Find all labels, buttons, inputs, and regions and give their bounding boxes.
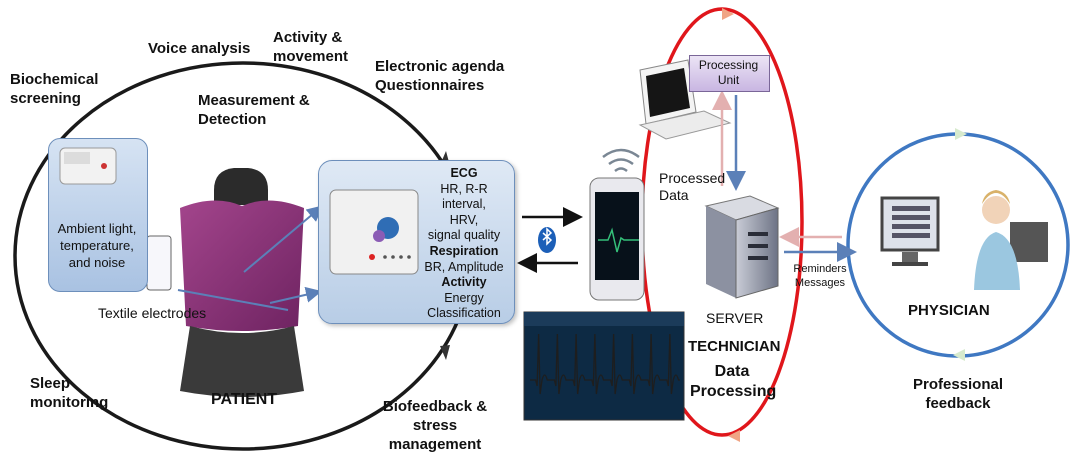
textile-electrode-pointer — [177, 289, 289, 311]
ecg-waveform — [530, 333, 680, 395]
ecg-list-heading: ECG — [450, 166, 478, 180]
label-data-processing: Data Processing — [690, 363, 777, 400]
ecg-list-item: HR, R-R interval, — [440, 181, 488, 212]
ecg-list-item: Classification — [427, 306, 501, 321]
bluetooth-icon — [538, 227, 556, 253]
physician-photo — [974, 190, 1048, 290]
server-icon — [704, 195, 780, 299]
label-activity-movement: Activity & movement — [273, 29, 349, 65]
label-measurement-detection: Measurement & Detection — [198, 92, 310, 128]
processing-unit-box — [689, 55, 770, 92]
ecg-list-heading: Activity — [441, 275, 487, 290]
ambient-sensor-icon — [59, 147, 117, 185]
label-server: SERVER — [706, 310, 764, 326]
wifi-signal-icon — [602, 148, 640, 173]
physician-ring-arrow-top — [955, 128, 967, 140]
technician-ring-arrow-top — [722, 8, 734, 20]
label-ambient: Ambient light, temperature, and noise — [57, 221, 137, 270]
label-reminders-messages: Reminders Messages — [793, 263, 847, 289]
electrode-to-ecg-arrow — [269, 286, 322, 304]
ecg-list-item: Energy — [444, 290, 484, 305]
ecg-list-heading: Respiration — [429, 243, 499, 258]
ecg-device-icon — [329, 189, 419, 275]
vest-to-ecg-arrow — [243, 205, 324, 273]
label-sleep-monitoring: Sleep monitoring — [30, 375, 109, 411]
label-physician: PHYSICIAN — [908, 302, 990, 319]
label-technician: TECHNICIAN — [688, 338, 781, 355]
label-processing-unit: Processing Unit — [698, 58, 759, 87]
ecg-list-item: signal quality — [427, 228, 501, 243]
technician-ring-arrow-bottom — [728, 430, 740, 442]
label-textile-electrodes: Textile electrodes — [98, 305, 207, 321]
smartphone-icon — [589, 177, 645, 301]
laptop-icon — [638, 59, 732, 140]
ecg-list-item: BR, Amplitude — [424, 259, 504, 274]
label-biochemical-screening: Biochemical screening — [10, 71, 99, 107]
label-processed-data: Processed Data — [659, 170, 726, 203]
monitor-icon — [880, 196, 940, 266]
ecg-list-item: HRV, — [449, 212, 479, 227]
label-electronic-agenda: Electronic agenda Questionnaires — [375, 58, 505, 94]
patient-ring-arrow-bottom — [440, 345, 450, 360]
label-patient: PATIENT — [211, 391, 278, 408]
tablet-icon — [523, 311, 685, 421]
label-professional-feedback: Professional feedback — [912, 376, 1004, 412]
label-voice-analysis: Voice analysis — [148, 40, 251, 57]
mannequin-with-vest — [146, 168, 304, 397]
label-biofeedback: Biofeedback & stress management — [382, 398, 488, 453]
physician-ring-arrow-bottom — [953, 349, 965, 361]
